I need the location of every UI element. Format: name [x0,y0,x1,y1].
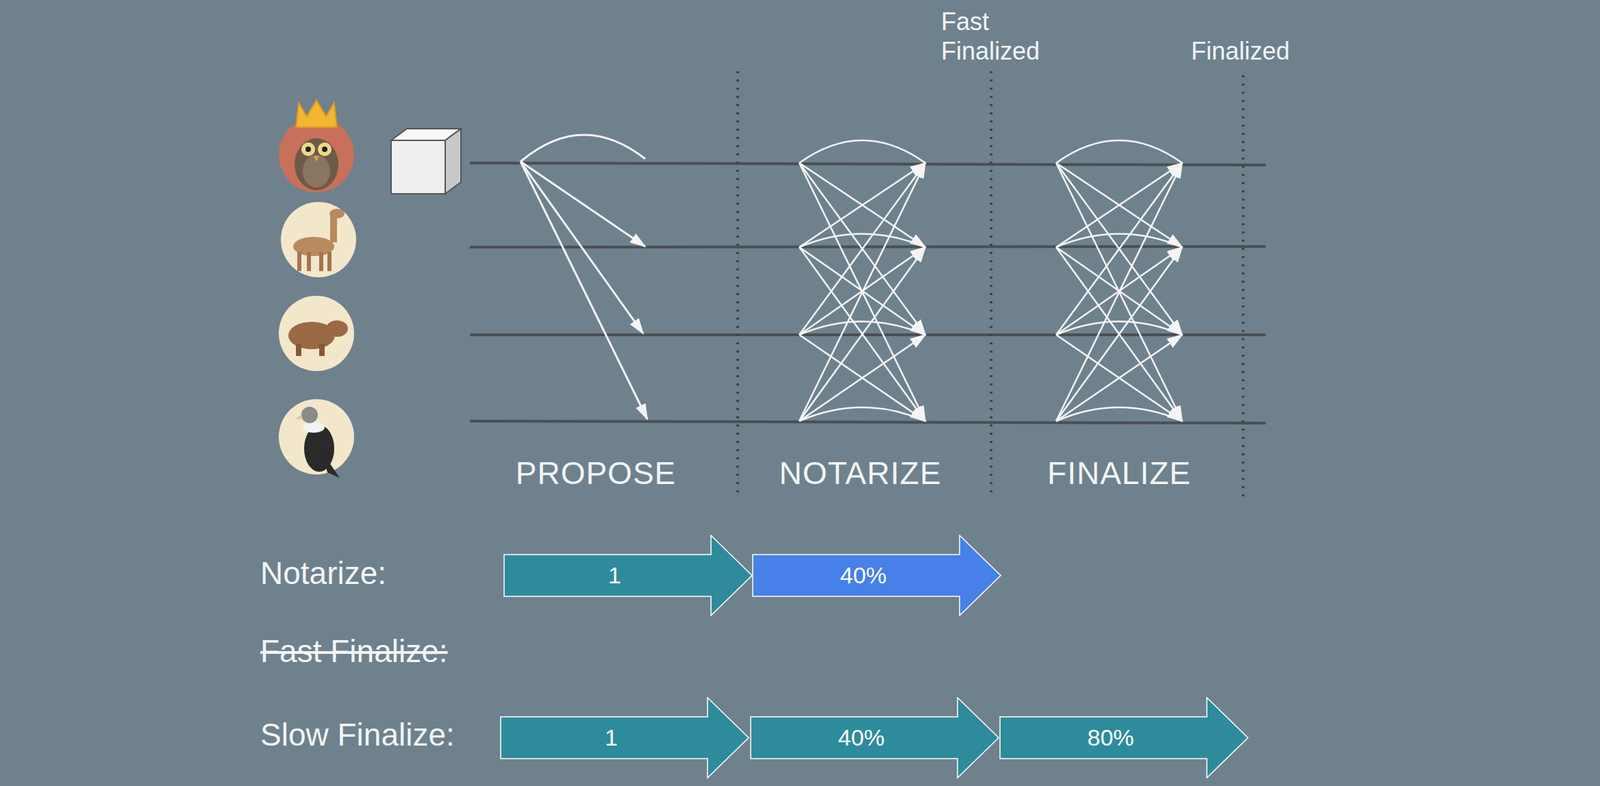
message-arrow [799,163,926,422]
message-arrow [520,161,648,420]
message-arc [799,234,926,248]
timeline [469,421,1266,424]
message-arrow [799,163,926,335]
validator-timelines [469,163,1266,424]
arrow-outline [750,697,999,779]
message-arrow [520,161,646,247]
phase-label: FINALIZE [982,454,1257,493]
row-label: Slow Finalize: [260,716,507,755]
capybara-avatar [278,295,355,372]
message-arrow [799,163,926,248]
message-arrow [799,163,926,422]
milestone-label: Fast Finalized [941,6,1061,66]
timeline [469,333,1266,337]
message-arrow [520,161,644,334]
threshold-value: 1 [503,534,727,617]
row-label: Notarize: [260,554,507,593]
threshold-value: 40% [752,534,975,617]
arrow-shape [500,697,750,779]
llama-avatar [280,202,357,278]
threshold-value: 1 [500,697,723,779]
phase-dividers [737,71,1244,502]
divider-line [989,71,993,498]
message-arrow [799,163,926,248]
message-arc [520,134,646,162]
message-arc [799,140,926,164]
phase-arrow: 40% [752,534,1003,617]
block-cube [391,128,461,194]
message-arrow [799,163,926,335]
condor-avatar [278,399,355,479]
arrow-outline [500,697,749,779]
owl-avatar [278,100,355,193]
timeline [469,163,1266,166]
milestone-label: Finalized [1191,36,1342,66]
phase-label: NOTARIZE [723,454,998,493]
vote-messages [799,140,926,422]
message-arrow [799,334,926,422]
message-arrow [799,334,926,422]
arrow-outline [752,535,1001,616]
timeline [469,246,1266,248]
threshold-value: 40% [750,697,973,779]
divider-line [1241,75,1245,502]
phase-arrow: 80% [999,697,1250,779]
divider-line [736,71,740,498]
arrow-shape [503,534,754,617]
threshold-value: 80% [999,697,1222,779]
propose-messages [520,134,648,420]
message-arrow [799,247,926,422]
message-arrow [799,247,926,422]
arrow-outline [504,535,753,616]
phase-arrow: 40% [750,697,1000,779]
phase-arrow: 1 [503,534,754,617]
vote-messages [1056,140,1183,422]
phase-label: PROPOSE [458,454,733,493]
message-arc [799,407,926,422]
row-label: Fast Finalize: [260,632,507,671]
arrow-outline [1000,697,1248,779]
phase-arrow: 1 [500,697,750,779]
